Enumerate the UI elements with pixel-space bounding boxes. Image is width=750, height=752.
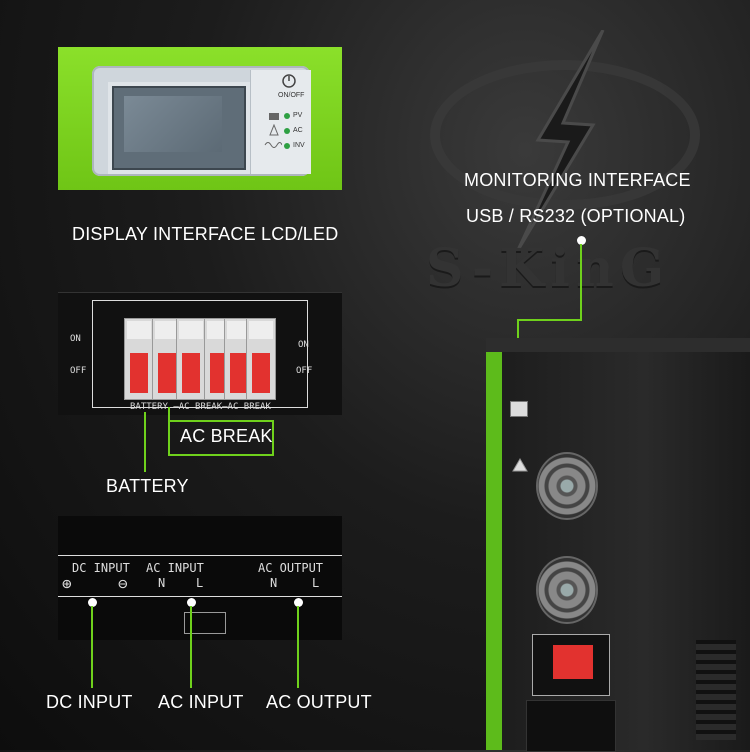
device-top	[486, 338, 750, 356]
device-vent	[526, 700, 616, 752]
dc-input-line	[91, 606, 93, 688]
breaker-ac-1[interactable]	[176, 318, 206, 400]
lightning-bolt-icon	[516, 30, 605, 250]
dc-input-dot	[88, 598, 97, 607]
battery-line	[144, 412, 146, 472]
pv-led	[284, 113, 290, 119]
breaker-frame	[92, 300, 308, 408]
inv-led	[284, 143, 290, 149]
ac-label: AC	[293, 127, 303, 134]
brand-logo: S-KinG	[426, 238, 671, 299]
breaker-off-left: OFF	[70, 366, 87, 376]
breaker-on-right: ON	[298, 340, 309, 350]
dc-input-label: DC INPUT	[46, 692, 133, 712]
pv-label: PV	[293, 112, 303, 119]
ac-break-line	[168, 407, 170, 420]
terminal-panel	[58, 516, 342, 640]
ac-output-line	[297, 606, 299, 688]
ac-output-dot	[294, 598, 303, 607]
tower-icon	[269, 124, 279, 136]
term-minus: ⊖	[118, 574, 128, 593]
ac-break-box	[168, 420, 274, 456]
term-ac-input: AC INPUT	[146, 561, 204, 575]
term-ac-out-n: N	[270, 576, 278, 590]
ac-break-label: AC BREAK	[180, 426, 273, 446]
device-breakers[interactable]	[553, 645, 593, 679]
monitoring-line	[517, 319, 582, 321]
power-icon[interactable]	[282, 74, 296, 88]
monitoring-interface-label: MONITORING INTERFACE	[464, 170, 691, 190]
monitoring-dot	[577, 236, 586, 245]
term-ac-out-l: L	[312, 576, 320, 590]
cooling-fan-bottom	[536, 556, 598, 624]
breaker-ac-4[interactable]	[246, 318, 276, 400]
ac-input-label: AC INPUT	[158, 692, 244, 712]
terminal-slot	[184, 612, 226, 634]
ac-input-dot	[187, 598, 196, 607]
device-breaker-panel	[532, 634, 610, 696]
lcd-glass	[124, 96, 222, 152]
warning-icon	[512, 458, 528, 472]
term-plus: ⊕	[62, 574, 72, 593]
display-interface-label: DISPLAY INTERFACE LCD/LED	[72, 224, 339, 244]
term-ac-output: AC OUTPUT	[258, 561, 324, 575]
terminal-strip	[58, 555, 342, 597]
usb-rs232-label: USB / RS232 (OPTIONAL)	[466, 206, 686, 226]
monitoring-line	[580, 244, 582, 320]
device-green-side	[486, 352, 502, 750]
term-ac-in-n: N	[158, 576, 166, 590]
on-off-label: ON/OFF	[278, 92, 305, 99]
logo-ring	[430, 60, 700, 210]
breaker-strip-text: BATTERY —AC BREAK—AC BREAK	[130, 402, 271, 412]
side-vents	[696, 640, 736, 740]
ac-output-label: AC OUTPUT	[266, 692, 372, 712]
battery-label: BATTERY	[106, 476, 189, 496]
control-panel	[250, 70, 311, 174]
inv-label: INV	[293, 142, 305, 149]
term-ac-in-l: L	[196, 576, 204, 590]
breaker-off-right: OFF	[296, 366, 313, 376]
ac-wave-icon	[264, 142, 282, 148]
breaker-battery[interactable]	[124, 318, 154, 400]
usb-port[interactable]	[510, 401, 528, 417]
cooling-fan-top	[536, 452, 598, 520]
ac-input-line	[190, 606, 192, 688]
ac-led	[284, 128, 290, 134]
breaker-on-left: ON	[70, 334, 81, 344]
term-dc-input: DC INPUT	[72, 561, 130, 575]
solar-panel-icon	[269, 113, 279, 120]
